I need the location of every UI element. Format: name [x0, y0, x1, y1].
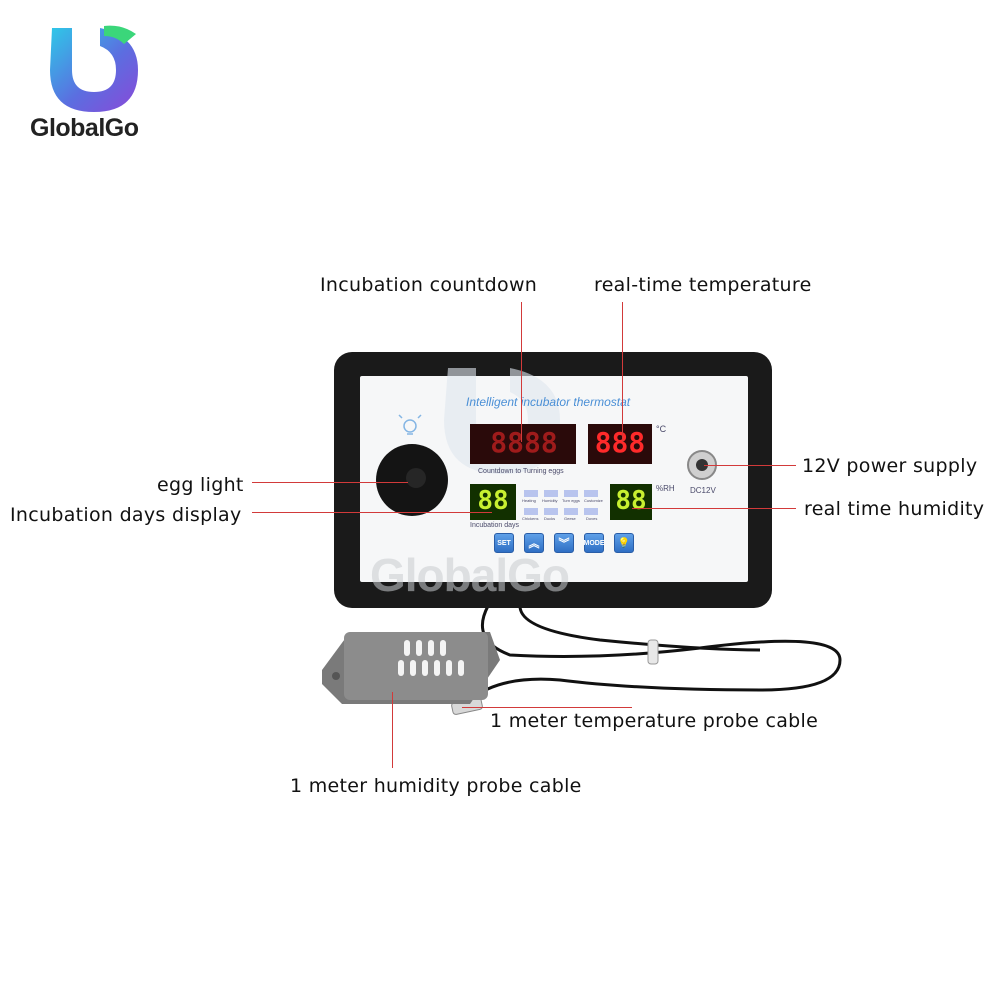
brand-logo — [44, 22, 144, 114]
mode-label-customize: Customize — [584, 498, 603, 503]
mode-label-ducks: Ducks — [544, 516, 556, 521]
mode-label-geese: Geese — [564, 516, 576, 521]
brand-name: GlobalGo — [30, 114, 139, 142]
countdown-led-readout: 8888 — [490, 426, 558, 459]
label-temp-probe: 1 meter temperature probe cable — [490, 710, 819, 732]
label-real-time-temperature: real-time temperature — [594, 274, 812, 296]
temperature-led-readout: 888 — [594, 426, 646, 459]
leader-incubation-countdown — [521, 302, 522, 442]
set-button[interactable]: SET — [494, 533, 514, 553]
rh-unit: %RH — [656, 484, 675, 493]
light-button[interactable]: 💡 — [614, 533, 634, 553]
down-button[interactable]: ︾ — [554, 533, 574, 553]
watermark-text: GlobalGo — [370, 549, 570, 601]
humidity-probe — [322, 632, 500, 704]
label-real-time-humidity: real time humidity — [804, 498, 985, 520]
humidity-led-readout: 88 — [615, 486, 647, 516]
countdown-caption: Countdown to Turning eggs — [478, 468, 564, 475]
mode-label-doves: Doves — [586, 516, 598, 521]
days-caption: Incubation days — [470, 522, 520, 529]
leader-real-time-temperature — [622, 302, 623, 442]
up-button[interactable]: ︽ — [524, 533, 544, 553]
celsius-unit: °C — [656, 424, 667, 434]
mode-label-turn-eggs: Turn eggs — [562, 498, 580, 503]
leader-temp-probe — [462, 707, 632, 708]
mode-label-heating: Heating — [522, 498, 536, 503]
mode-label-chickens: Chickens — [522, 516, 539, 521]
leader-incubation-days — [252, 512, 492, 513]
leader-egg-light — [252, 482, 408, 483]
label-egg-light: egg light — [157, 474, 244, 496]
leader-humidity-probe — [392, 692, 393, 768]
days-led-readout: 88 — [477, 486, 509, 516]
label-humidity-probe: 1 meter humidity probe cable — [290, 775, 582, 797]
mode-label-humidity: Humidity — [542, 498, 558, 503]
mode-button[interactable]: MODE — [584, 533, 605, 553]
leader-power-supply — [704, 465, 796, 466]
label-incubation-days-display: Incubation days display — [10, 504, 242, 526]
leader-real-time-humidity — [632, 508, 796, 509]
label-incubation-countdown: Incubation countdown — [320, 274, 538, 296]
label-power-supply: 12V power supply — [802, 455, 978, 477]
power-jack-label: DC12V — [690, 486, 716, 495]
panel-title: Intelligent incubator thermostat — [466, 395, 631, 409]
